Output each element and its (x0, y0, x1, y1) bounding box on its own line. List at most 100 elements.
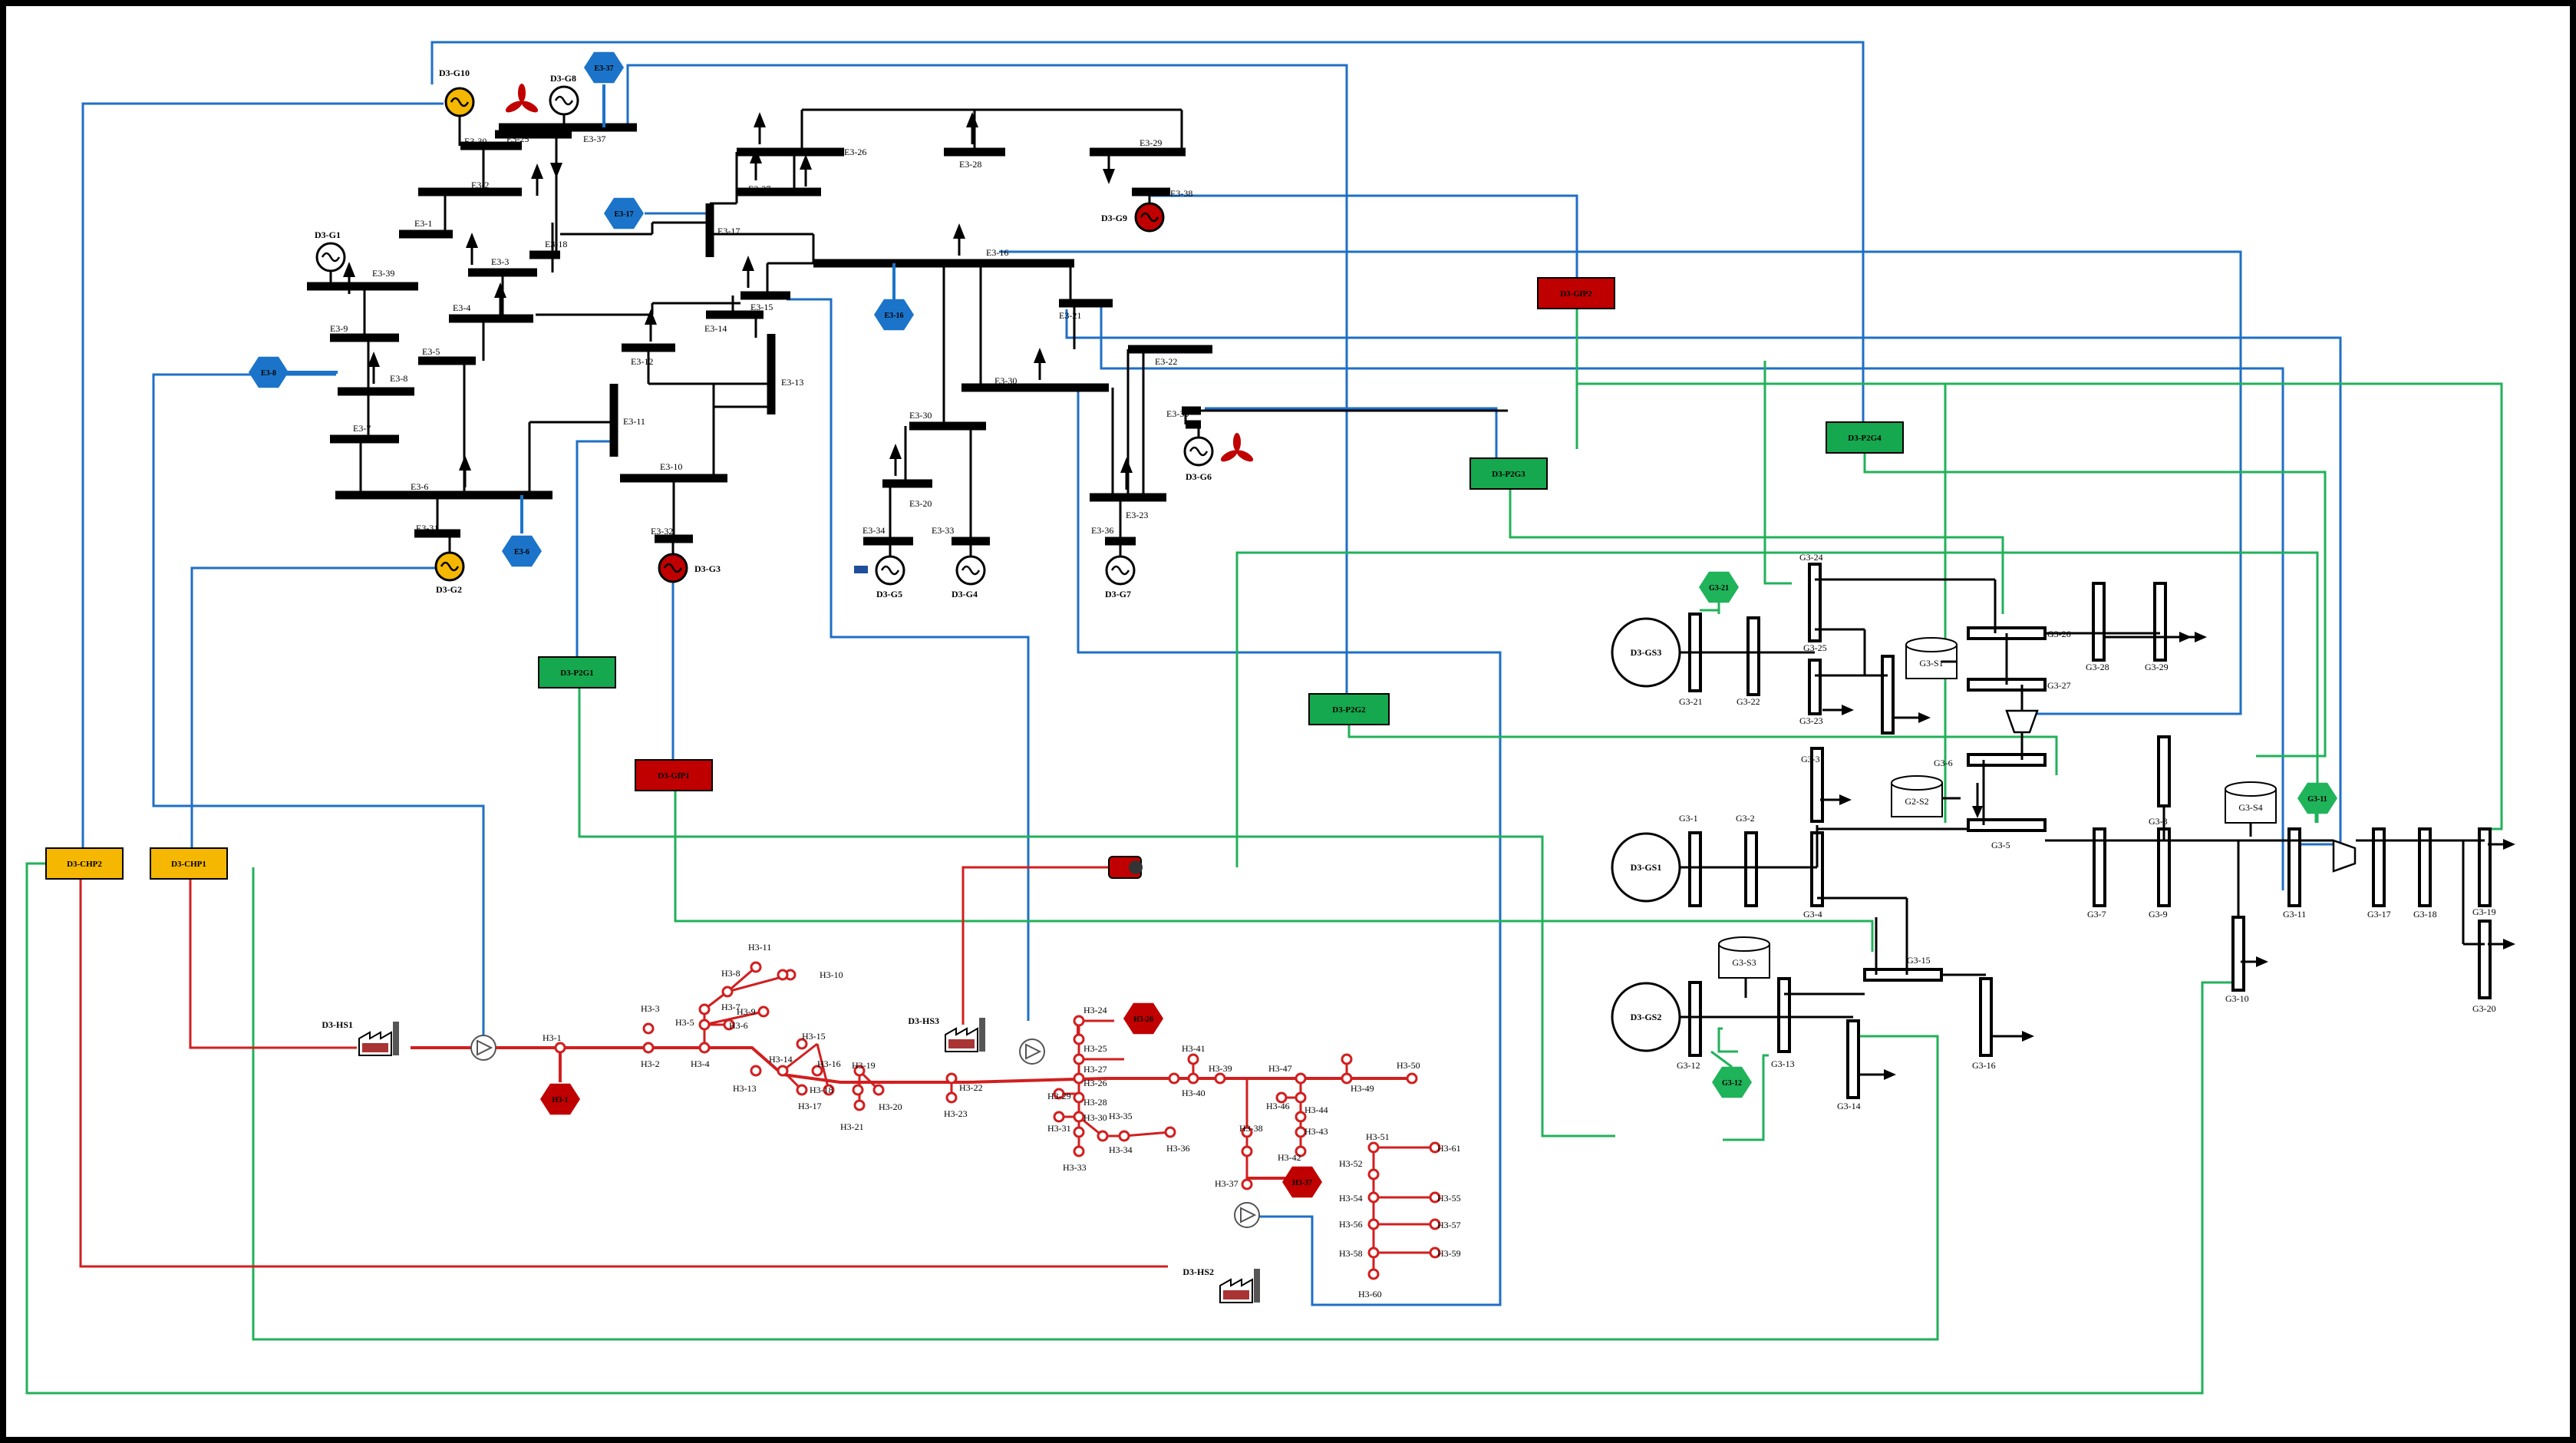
gas-node-label: G3-12 (1677, 1060, 1700, 1071)
electric-link (1205, 407, 1498, 472)
heat-node-label: H3-40 (1182, 1088, 1206, 1098)
p2g-box-label: D3-P2G2 (1332, 705, 1366, 715)
generator-label: D3-G4 (952, 589, 978, 599)
heat-node-label: H3-7 (721, 1002, 740, 1012)
electric-link (152, 373, 485, 1040)
gtp-box (635, 759, 713, 791)
heat-station-label: D3-HS1 (322, 1019, 353, 1030)
gas-node-bar (1979, 977, 1993, 1057)
heat-node (1073, 1033, 1085, 1045)
gas-node-label: G3-6 (1934, 758, 1953, 768)
gas-node-bar (1881, 655, 1895, 735)
bus-label: E3-38 (1170, 188, 1192, 199)
hexagon-icon (604, 197, 644, 229)
heat-station-label: D3-HS3 (908, 1015, 939, 1026)
heat-node (698, 1042, 711, 1054)
heat-node-label: H3-15 (802, 1031, 826, 1042)
gas-link (1509, 487, 2004, 614)
bus-label: E3-1 (414, 218, 432, 229)
load-arrow-icon (754, 112, 766, 127)
gas-load-arrow-icon (2503, 939, 2515, 949)
heat-node (723, 1019, 735, 1031)
heat-node (1073, 1091, 1085, 1104)
heat-node-label: H3-14 (769, 1054, 793, 1065)
factory-roof-icon (948, 1039, 975, 1048)
gas-node-label: G3-3 (1801, 754, 1820, 764)
wind-turbine-icon (1236, 450, 1254, 462)
heat-node-label: H3-37 (1215, 1178, 1239, 1189)
heat-node (698, 1003, 711, 1015)
heat-node (1295, 1145, 1307, 1157)
hexagon-icon (874, 299, 914, 331)
connection-line (1710, 1050, 1733, 1068)
hexagon-label: E3-37 (595, 64, 614, 73)
heat-node (642, 1022, 655, 1035)
gas-node-label: G3-14 (1837, 1101, 1861, 1111)
heat-node-label: H3-43 (1304, 1126, 1328, 1137)
heat-node (853, 1065, 866, 1077)
gas-node-bar (1846, 1019, 1860, 1099)
heat-node-label: H3-47 (1268, 1063, 1292, 1074)
heat-node (757, 1005, 770, 1018)
electric-link (787, 298, 1030, 1021)
wind-turbine-icon (1233, 433, 1241, 451)
generator-label: D3-G2 (436, 584, 462, 595)
heat-node-label: H3-23 (944, 1108, 968, 1119)
bus-label: E3-31 (416, 523, 438, 533)
gas-link (578, 666, 1615, 1138)
electric-link (81, 102, 444, 850)
load-arrow-icon (889, 444, 902, 459)
bus-label: E3-16 (986, 247, 1008, 258)
heat-node (1168, 1072, 1180, 1085)
heat-node-label: H3-35 (1109, 1111, 1133, 1121)
gtp-box-label: D3-GfP2 (1560, 289, 1592, 299)
gas-node-label: G3-16 (1972, 1060, 1996, 1071)
heat-node (1341, 1053, 1353, 1065)
hexagon-label: H3-1 (552, 1096, 568, 1105)
gas-node-label: G3-25 (1803, 642, 1827, 653)
hexagon-label: G3-12 (1722, 1079, 1742, 1088)
heat-node-label: H3-50 (1397, 1060, 1420, 1071)
hexagon-icon (1282, 1166, 1322, 1198)
gas-node-label: G3-24 (1799, 552, 1823, 563)
hexagon-icon (1123, 1002, 1163, 1035)
heat-node-label: H3-22 (959, 1082, 983, 1093)
heat-node-label: H3-25 (1084, 1043, 1107, 1054)
gas-node-label: G3-11 (2283, 909, 2306, 920)
load-arrow-icon (800, 154, 812, 170)
chp-box-label: D3-CHP2 (67, 860, 102, 869)
p2g-box-label: D3-P2G1 (560, 669, 593, 678)
gas-node-label: G3-1 (1679, 813, 1698, 824)
load-arrow-icon (953, 223, 965, 239)
gas-link (252, 867, 1939, 1341)
heat-node (1295, 1091, 1307, 1104)
gas-node-bar (2418, 827, 2432, 907)
storage-label: G3-S4 (2238, 802, 2262, 813)
load-arrow-icon (1034, 348, 1046, 363)
heat-node-label: H3-44 (1304, 1105, 1328, 1115)
bus-label: E3-7 (353, 423, 371, 434)
gas-node-bar (1688, 831, 1702, 907)
heat-node (554, 1042, 566, 1054)
chimney-icon (393, 1022, 399, 1055)
sine-icon (880, 565, 900, 576)
heat-node (1429, 1141, 1441, 1154)
heat-node (1367, 1218, 1380, 1230)
heat-node (1053, 1111, 1065, 1123)
hexagon-label: E3-6 (514, 548, 529, 556)
gas-load-arrow-icon (2503, 839, 2515, 850)
heat-node-label: H3-55 (1437, 1193, 1461, 1204)
p2g-box-label: D3-P2G3 (1492, 470, 1525, 479)
p2g-box (1826, 421, 1904, 454)
heat-link (79, 863, 1168, 1268)
gas-node-bar (2157, 735, 2171, 807)
load-arrow-icon (368, 352, 380, 367)
heat-pipe (704, 1010, 764, 1026)
bus-label: E3-14 (704, 323, 727, 334)
heat-node (642, 1042, 655, 1054)
heat-node (1367, 1268, 1380, 1280)
hexagon-label: G3-11 (2307, 795, 2327, 804)
electric-link (430, 41, 1865, 430)
